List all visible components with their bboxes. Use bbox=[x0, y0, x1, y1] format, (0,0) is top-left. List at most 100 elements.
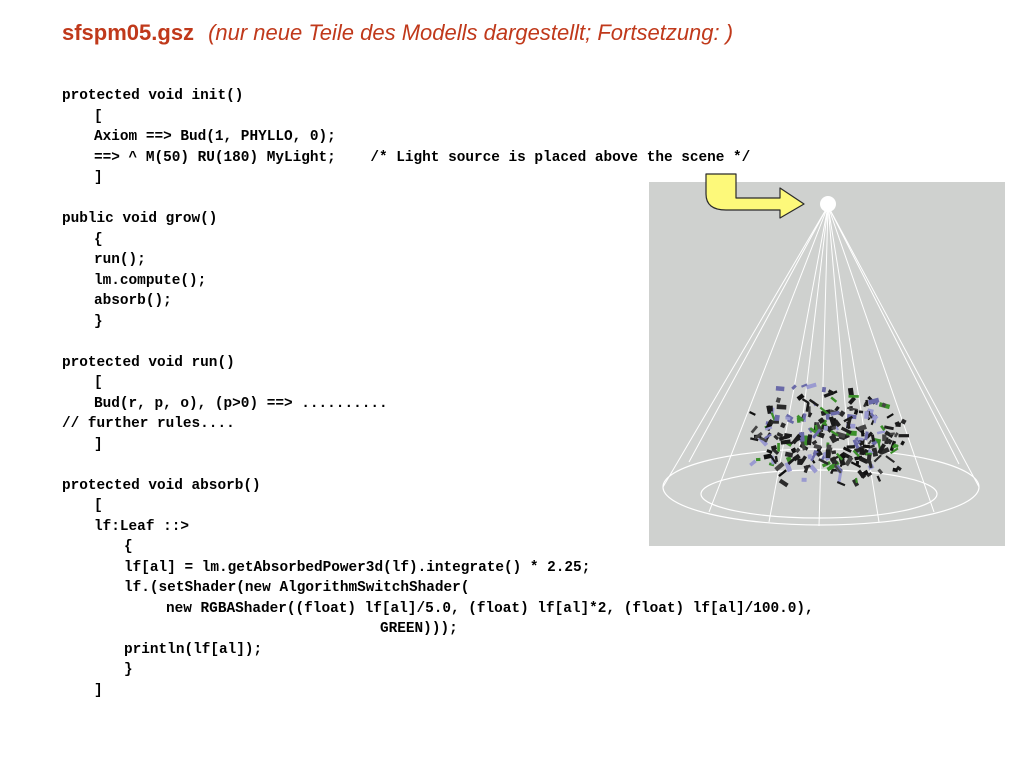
code-line: run(); bbox=[94, 252, 146, 268]
leaf bbox=[898, 434, 909, 438]
leaf bbox=[864, 410, 869, 419]
leaf bbox=[827, 389, 835, 395]
leaf bbox=[868, 444, 875, 449]
code-line: Bud(r, p, o), (p>0) ==> .......... bbox=[94, 395, 388, 412]
code-line: lf.(setShader(new AlgorithmSwitchShader( bbox=[124, 580, 470, 596]
leaf bbox=[832, 390, 838, 395]
code-line: lf[al] = lm.getAbsorbedPower3d(lf).integ… bbox=[124, 559, 591, 576]
leaf bbox=[770, 412, 776, 421]
leaf bbox=[749, 459, 757, 467]
leaf bbox=[835, 452, 844, 461]
leaf bbox=[801, 477, 807, 482]
leaf bbox=[799, 432, 805, 442]
code-line: GREEN))); bbox=[380, 621, 458, 637]
leaf bbox=[813, 443, 822, 450]
leaf bbox=[749, 411, 756, 416]
leaf bbox=[886, 413, 894, 419]
leaf bbox=[830, 468, 835, 475]
leaf bbox=[817, 417, 825, 425]
leaf bbox=[847, 396, 857, 405]
leaf bbox=[778, 434, 791, 441]
leaf bbox=[791, 384, 797, 390]
leaf bbox=[882, 434, 887, 442]
leaf bbox=[771, 420, 779, 424]
leaf bbox=[848, 394, 859, 398]
leaf bbox=[854, 445, 865, 454]
leaf bbox=[767, 418, 775, 426]
leaf bbox=[857, 437, 864, 441]
code-line: println(lf[al]); bbox=[124, 641, 263, 658]
leaf bbox=[857, 424, 867, 432]
leaf bbox=[855, 477, 858, 484]
code-line: new RGBAShader((float) lf[al]/5.0, (floa… bbox=[166, 600, 814, 617]
leaf bbox=[823, 425, 829, 431]
leaf bbox=[873, 416, 878, 424]
leaf bbox=[857, 469, 866, 479]
leaf bbox=[884, 430, 894, 439]
leaf bbox=[774, 455, 779, 463]
title-subtitle: (nur neue Teile des Modells dargestellt;… bbox=[208, 20, 734, 45]
code-line: [ bbox=[94, 375, 103, 391]
leaf bbox=[853, 440, 862, 447]
leaf bbox=[885, 455, 895, 464]
leaf bbox=[763, 453, 772, 460]
leaf bbox=[895, 422, 901, 428]
leaf bbox=[865, 399, 869, 407]
leaf bbox=[784, 451, 794, 458]
code-line: { bbox=[94, 231, 103, 248]
leaf bbox=[871, 447, 879, 457]
leaf bbox=[809, 464, 818, 474]
leaf bbox=[900, 418, 907, 425]
leaf bbox=[835, 431, 846, 439]
leaf bbox=[870, 434, 876, 442]
code-line: ] bbox=[94, 170, 103, 186]
leaf bbox=[876, 430, 886, 435]
slide-title: sfspm05.gsz (nur neue Teile des Modells d… bbox=[62, 20, 733, 46]
code-line: public void grow() bbox=[62, 211, 218, 227]
leaf bbox=[873, 454, 882, 463]
leaf bbox=[876, 475, 882, 482]
leaf bbox=[776, 404, 787, 410]
leaf bbox=[750, 437, 759, 442]
leaf bbox=[833, 419, 842, 428]
leaf bbox=[826, 444, 832, 451]
leaf bbox=[900, 440, 906, 446]
leaf bbox=[797, 458, 803, 465]
leaf bbox=[811, 439, 818, 446]
leaf bbox=[892, 467, 899, 473]
code-line: [ bbox=[94, 108, 103, 125]
leaf bbox=[830, 396, 838, 403]
leaf bbox=[884, 425, 894, 431]
leaf bbox=[866, 454, 872, 464]
leaf bbox=[833, 464, 842, 474]
leaf bbox=[787, 456, 797, 466]
leaf bbox=[842, 446, 852, 453]
leaf bbox=[867, 439, 873, 445]
leaf bbox=[846, 445, 855, 449]
leaf bbox=[777, 442, 780, 452]
leaf bbox=[775, 397, 782, 404]
leaf bbox=[885, 438, 892, 445]
leaf bbox=[776, 432, 784, 438]
leaf bbox=[852, 478, 860, 487]
leaf bbox=[807, 427, 813, 434]
leaf bbox=[858, 410, 864, 414]
leaf bbox=[769, 454, 777, 465]
arrow-icon bbox=[705, 173, 805, 219]
leaf bbox=[778, 478, 789, 488]
leaf bbox=[877, 468, 884, 475]
light-source bbox=[820, 196, 836, 212]
leaf bbox=[770, 445, 778, 451]
leaf bbox=[785, 416, 791, 421]
code-line: lm.compute(); bbox=[94, 272, 207, 289]
leaf bbox=[750, 425, 759, 434]
leaf bbox=[755, 457, 761, 462]
leaf bbox=[854, 436, 860, 442]
leaf bbox=[773, 434, 780, 441]
leaf bbox=[806, 434, 813, 446]
code-line: lf:Leaf ::> bbox=[94, 518, 189, 535]
code-line: } bbox=[124, 662, 133, 678]
leaf bbox=[889, 447, 899, 455]
leaf bbox=[819, 406, 829, 415]
title-filename: sfspm05.gsz bbox=[62, 20, 195, 45]
